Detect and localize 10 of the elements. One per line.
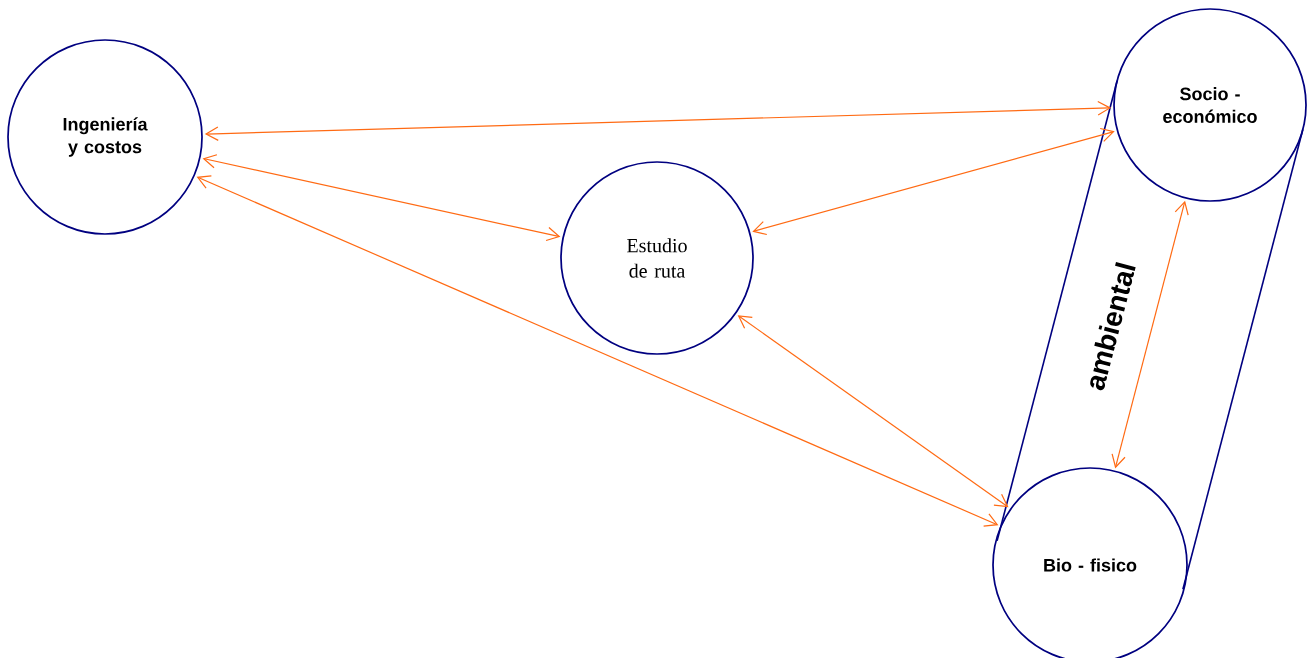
circle-node: Ingeniería y costos (7, 39, 203, 235)
circle-node: Socio - económico (1113, 8, 1307, 202)
arrow (1111, 200, 1189, 469)
arrow (752, 127, 1115, 236)
band-label: ambiental (1090, 262, 1136, 391)
arrow (202, 154, 561, 242)
arrow (737, 315, 1009, 508)
circle-node: Estudio de ruta (560, 161, 754, 355)
arrow (196, 175, 999, 527)
arrow (204, 101, 1112, 141)
